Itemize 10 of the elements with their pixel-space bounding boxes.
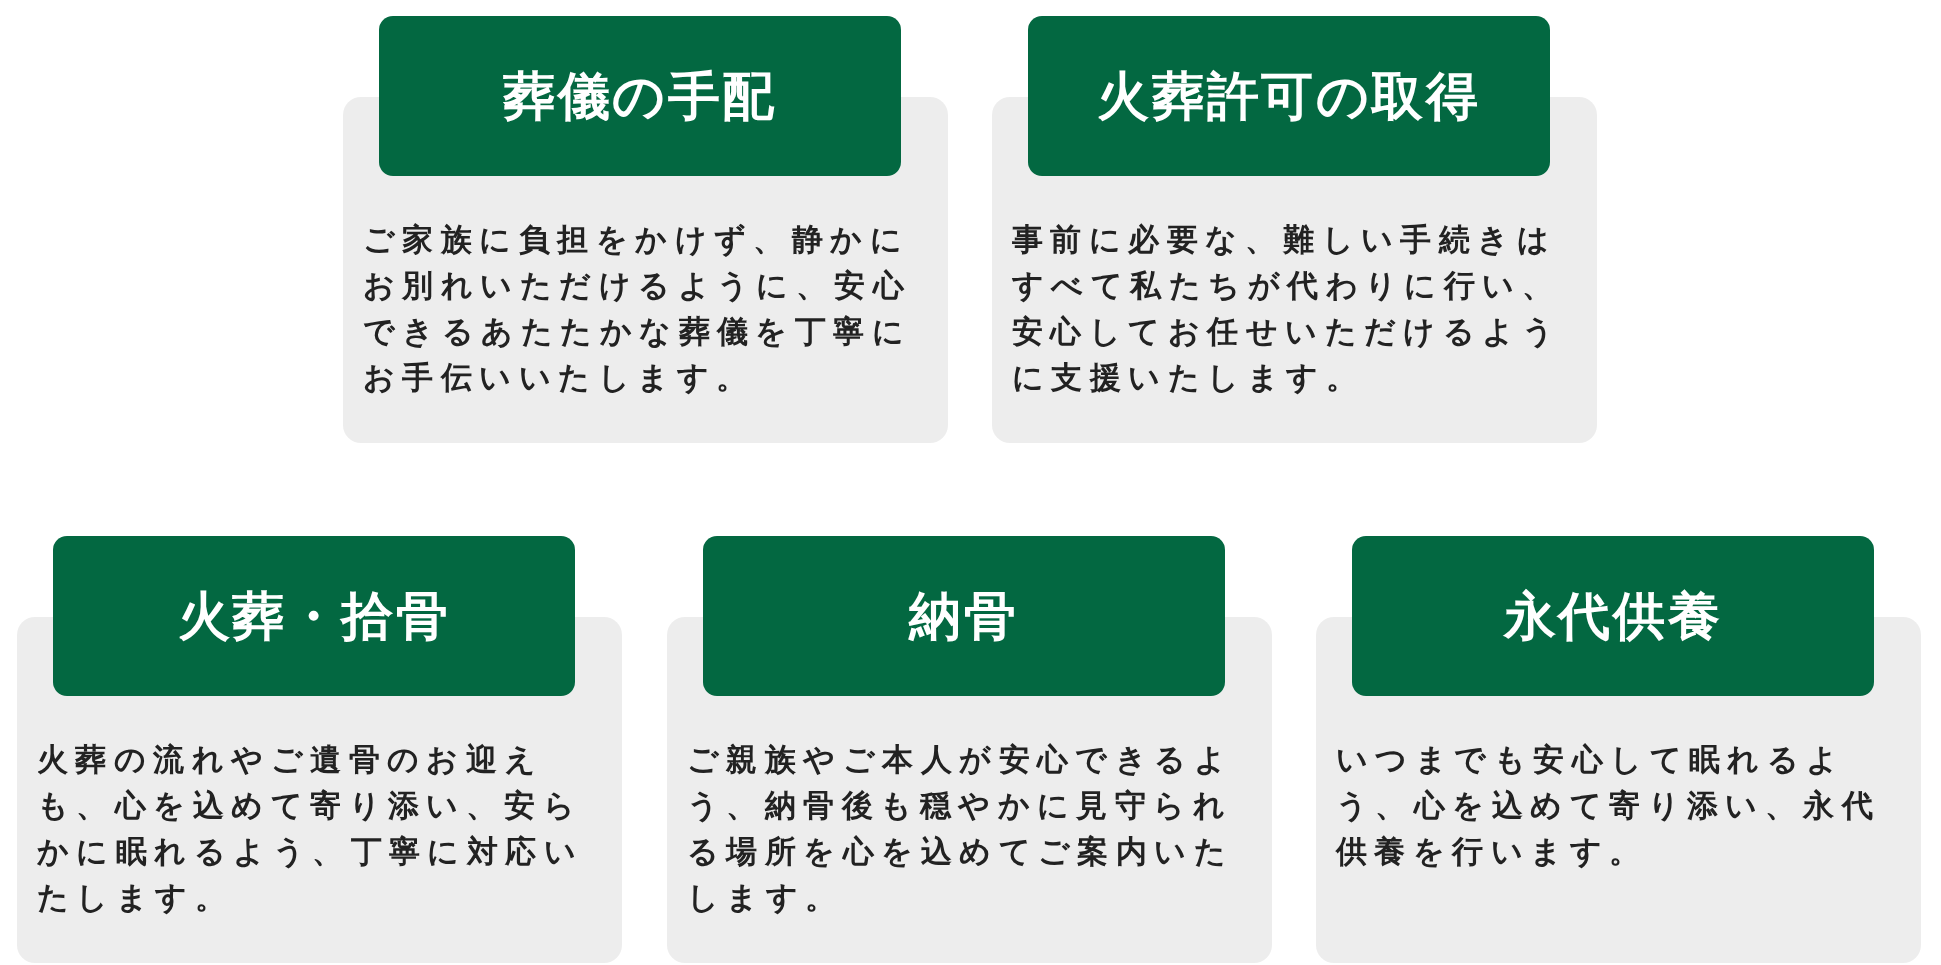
heading-banner: 納骨 [703,536,1225,696]
heading-banner: 火葬許可の取得 [1028,16,1550,176]
description-text: 火葬の流れやご遺骨のお迎えも、心を込めて寄り添い、安らかに眠れるよう、丁寧に対応いたします。 [37,740,585,917]
description-text: ご親族やご本人が安心できるよう、納骨後も穏やかに見守られる場所を心を込めてご案内いたします。 [687,740,1235,917]
heading-banner: 葬儀の手配 [379,16,901,176]
heading-banner: 永代供養 [1352,536,1874,696]
description-text: 事前に必要な、難しい手続きはすべて私たちが代わりに行い、安心してお任せいただけるように支援いたします。 [1012,220,1563,397]
description-text: いつまでも安心して眠れるよう、心を込めて寄り添い、永代供養を行います。 [1336,740,1882,871]
description-text: ご家族に負担をかけず、静かにお別れいただけるように、安心できるあたたかな葬儀を丁寧にお手伝いいたします。 [363,220,913,397]
heading-banner: 火葬・拾骨 [53,536,575,696]
